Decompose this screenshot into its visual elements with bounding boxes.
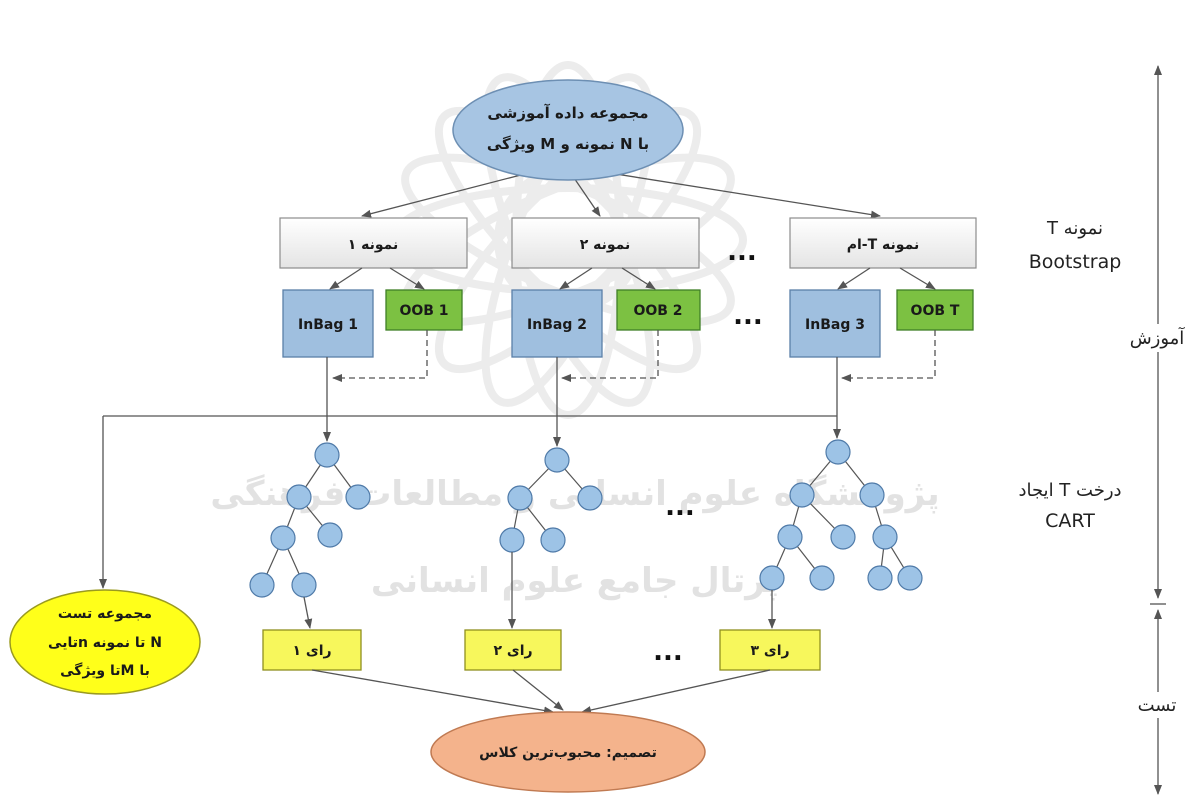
tree-1-node <box>249 572 275 598</box>
watermark-text-2: پرتال جامع علوم انسانی <box>371 561 779 601</box>
oob-feedback-arrow-2 <box>561 330 659 382</box>
tree-3-node <box>867 565 893 591</box>
sample-box-t <box>789 217 977 269</box>
sample-label-2: نمونه ۲ <box>580 237 631 253</box>
votes-ellipsis: ... <box>653 637 683 667</box>
inbag-label-2: InBag 2 <box>527 317 587 333</box>
tree-1-node <box>345 484 371 510</box>
sample-box-2 <box>511 217 700 269</box>
vote-label-2: رای ۲ <box>493 643 532 659</box>
test-phase-label: تست <box>1138 695 1177 716</box>
decision-label: تصمیم: محبوب‌ترین کلاس <box>479 745 657 761</box>
arrow-to-inbag-3 <box>837 267 871 290</box>
test-label-bg <box>1134 692 1180 718</box>
arrow-vote-3-to-decision <box>581 669 771 714</box>
cart-label-line2: CART <box>1045 510 1095 532</box>
training-set-ellipse <box>452 79 684 181</box>
oob-box-1 <box>385 289 463 331</box>
tree-2-node <box>577 485 603 511</box>
samples-ellipsis: ... <box>727 237 757 267</box>
training-set-line2: با N نمونه و M ویژگی <box>487 135 649 153</box>
arrow-to-sample-t <box>577 167 881 219</box>
inbag-box-2 <box>511 289 603 358</box>
arrow-vote-2-to-decision <box>512 669 564 711</box>
oob-box-t <box>896 289 974 331</box>
tree-2-node <box>540 527 566 553</box>
arrow-tree-1-to-vote <box>303 596 313 629</box>
tree-3-node <box>759 565 785 591</box>
arrow-to-inbag-2 <box>559 267 593 290</box>
test-set-line2: N تا نمونه nتایی <box>48 635 162 651</box>
tree-3-node <box>859 482 885 508</box>
bags-ellipsis: ... <box>733 301 763 331</box>
oob-label-t: OOB T <box>911 303 960 319</box>
decision-ellipse <box>430 711 706 793</box>
vote-label-3: رای ۳ <box>750 643 789 659</box>
sample-box-1 <box>279 217 468 269</box>
tree-3 <box>759 439 923 591</box>
oob-label-1: OOB 1 <box>399 303 448 319</box>
tree-2 <box>499 447 603 553</box>
tree-1-node <box>314 442 340 468</box>
training-phase-label: آموزش <box>1130 326 1186 349</box>
tree-3-node <box>809 565 835 591</box>
test-set-line3: با Mتا ویژگی <box>60 662 150 679</box>
test-set-ellipse <box>9 589 201 695</box>
arrow-to-oob-1 <box>389 267 425 290</box>
arrow-to-oob-t <box>899 267 936 290</box>
trees-ellipsis: ... <box>665 492 695 522</box>
inbag-box-1 <box>282 289 374 358</box>
tree-2-node <box>499 527 525 553</box>
tree-3-node <box>897 565 923 591</box>
oob-feedback-arrow-1 <box>332 330 428 382</box>
tree-2-node <box>507 485 533 511</box>
oob-feedback-arrow-t <box>841 330 936 382</box>
tree-1-node <box>317 522 343 548</box>
tree-3-node <box>830 524 856 550</box>
bootstrap-label-line2: Bootstrap <box>1029 251 1122 273</box>
vote-box-3 <box>719 629 821 671</box>
arrow-to-inbag-1 <box>329 267 363 290</box>
sample-label-1: نمونه ۱ <box>348 237 399 253</box>
vote-label-1: رای ۱ <box>292 643 331 659</box>
training-set-line1: مجموعه داده آموزشی <box>487 104 648 122</box>
tree-1-node <box>270 525 296 551</box>
tree-1-node <box>291 572 317 598</box>
arrow-to-oob-2 <box>621 267 656 290</box>
cart-label-line1: ایجاد T درخت <box>1018 480 1121 501</box>
tree-3-node <box>777 524 803 550</box>
tree-3-node <box>825 439 851 465</box>
inbag-label-3: InBag 3 <box>805 317 865 333</box>
tree-1-node <box>286 484 312 510</box>
tree-1 <box>249 442 371 598</box>
inbag-box-3 <box>789 289 881 358</box>
tree-3-node <box>789 482 815 508</box>
training-label-bg <box>1128 324 1186 352</box>
arrow-to-sample-1 <box>361 169 541 218</box>
test-set-line1: مجموعه تست <box>58 606 152 622</box>
oob-label-2: OOB 2 <box>633 303 682 319</box>
bootstrap-label-line1: T نمونه <box>1046 218 1103 239</box>
sample-label-t: نمونه T-ام <box>847 237 919 253</box>
tree-3-node <box>872 524 898 550</box>
arrow-vote-1-to-decision <box>311 669 554 715</box>
inbag-label-1: InBag 1 <box>298 317 358 333</box>
tree-2-node <box>544 447 570 473</box>
